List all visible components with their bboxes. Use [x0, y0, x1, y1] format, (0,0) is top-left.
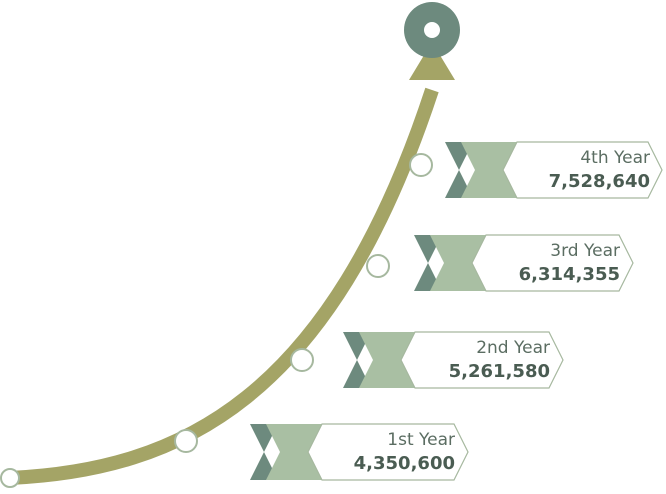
chevron-light-icon — [359, 332, 415, 388]
banner-box — [307, 423, 469, 481]
curve-node — [0, 468, 20, 488]
growth-curve — [9, 87, 439, 485]
chevron-dark-icon — [445, 142, 473, 198]
arrow-head-icon — [409, 42, 455, 80]
banner-box — [502, 141, 663, 199]
banner-box — [400, 331, 564, 389]
milestone-banner — [445, 141, 663, 199]
milestone-value: 4,350,600 — [353, 453, 455, 474]
milestone-banner — [414, 234, 634, 292]
target-center — [424, 22, 440, 38]
curve-node — [290, 348, 314, 372]
milestone-label: 4th Year — [580, 148, 650, 168]
milestone-value: 5,261,580 — [448, 361, 550, 382]
milestone-banner — [250, 423, 469, 481]
milestone-label: 3rd Year — [550, 241, 620, 261]
milestone-label: 2nd Year — [476, 338, 550, 358]
curve-node — [409, 153, 433, 177]
chevron-dark-icon — [343, 332, 371, 388]
chevron-light-icon — [430, 235, 486, 291]
milestone-value: 6,314,355 — [518, 264, 620, 285]
chevron-dark-icon — [250, 424, 278, 480]
chevron-light-icon — [461, 142, 517, 198]
milestone-banner — [343, 331, 564, 389]
chevron-light-icon — [266, 424, 322, 480]
curve-node — [366, 254, 390, 278]
banner-box — [471, 234, 634, 292]
milestone-label: 1st Year — [387, 430, 455, 450]
milestone-value: 7,528,640 — [548, 171, 650, 192]
curve-node — [174, 429, 198, 453]
chevron-dark-icon — [414, 235, 442, 291]
